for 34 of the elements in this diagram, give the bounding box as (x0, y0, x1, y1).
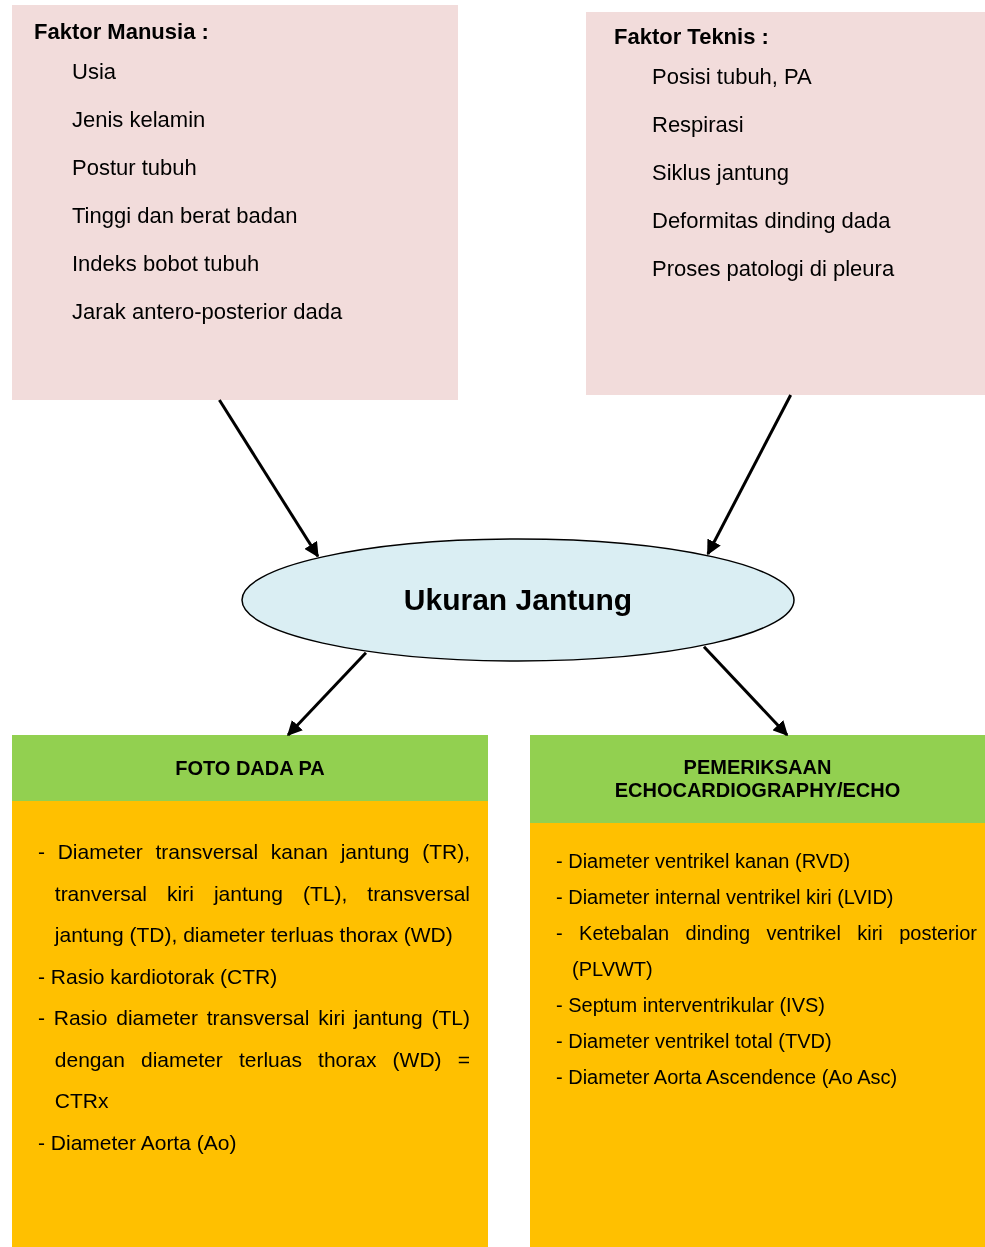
list-item: Posisi tubuh, PA (652, 64, 813, 90)
center-label: Ukuran Jantung (403, 583, 633, 617)
box-heading: Faktor Manusia : (34, 19, 210, 45)
list-item: - Septum interventrikular (IVS) (556, 993, 826, 1018)
panel-box (12, 735, 488, 1247)
list-item: Postur tubuh (72, 155, 198, 181)
list-item: - Diameter Aorta Ascendence (Ao Asc) (556, 1065, 899, 1090)
panel-heading: PEMERIKSAAN ECHOCARDIOGRAPHY/ECHO (530, 735, 985, 823)
list-item: - Rasio diameter transversal kiri jantung (TL) dengan diameter terluas thorax (WD) = CTRx (38, 1005, 470, 1114)
list-item: Jarak antero-posterior dada (72, 299, 344, 325)
arrow (218, 399, 320, 558)
list-item: - Diameter ventrikel kanan (RVD) (556, 849, 852, 874)
list-item: - Diameter ventrikel total (TVD) (556, 1029, 833, 1054)
list-item: Siklus jantung (652, 160, 790, 186)
list-item: - Ketebalan dinding ventrikel kiri posterior (PLVWT) (556, 921, 977, 982)
list-item: Deformitas dinding dada (652, 208, 892, 234)
arrow (702, 645, 789, 737)
list-item: Tinggi dan berat badan (72, 203, 299, 229)
list-item: - Diameter internal ventrikel kiri (LVID) (556, 885, 895, 910)
arrow (706, 394, 793, 556)
list-item: Respirasi (652, 112, 745, 138)
factor-box (12, 5, 458, 400)
list-item: Jenis kelamin (72, 107, 207, 133)
arrow (287, 651, 368, 737)
panel-heading: FOTO DADA PA (12, 735, 488, 801)
list-item: Indeks bobot tubuh (72, 251, 261, 277)
list-item: - Diameter transversal kanan jantung (TR), tranversal kiri jantung (TL), transversal jantung (TD), diameter terluas thorax (WD) (38, 839, 470, 948)
panel-box (530, 735, 985, 1247)
list-item: - Diameter Aorta (Ao) (38, 1129, 238, 1156)
box-heading: Faktor Teknis : (614, 24, 770, 50)
list-item: Proses patologi di pleura (652, 256, 896, 282)
factor-box (586, 12, 985, 395)
list-item: - Rasio kardiotorak (CTR) (38, 963, 279, 990)
list-item: Usia (72, 59, 117, 85)
